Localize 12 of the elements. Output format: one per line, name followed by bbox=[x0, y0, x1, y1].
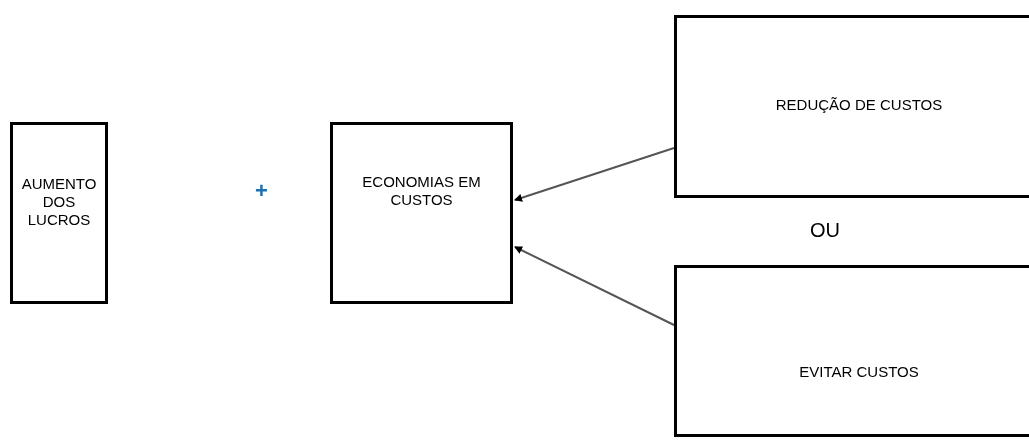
process-box bbox=[674, 15, 1029, 198]
process-box bbox=[330, 122, 513, 304]
box-label: AUMENTO DOS LUCROS bbox=[20, 175, 98, 229]
arrow bbox=[514, 246, 675, 326]
process-box bbox=[10, 122, 108, 304]
box-label: REDUÇÃO DE CUSTOS bbox=[775, 96, 943, 114]
arrow bbox=[514, 147, 675, 202]
box-label: ECONOMIAS EM CUSTOS bbox=[361, 173, 482, 209]
connector-word: OU bbox=[810, 220, 840, 240]
process-box bbox=[674, 265, 1029, 437]
box-label: EVITAR CUSTOS bbox=[799, 363, 919, 381]
plus-sign: + bbox=[255, 180, 268, 202]
